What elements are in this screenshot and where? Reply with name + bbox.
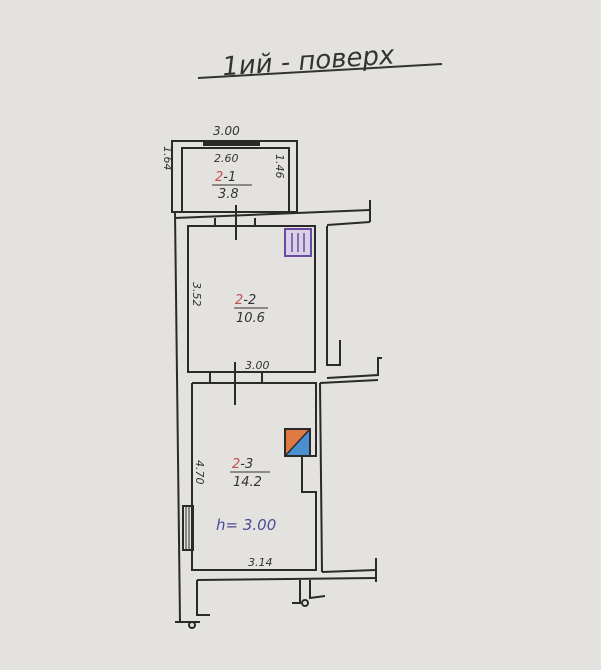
dim-room2-width: 3.00: [245, 359, 270, 372]
dim-room2-height: 3.52: [190, 282, 203, 307]
partition-wall: [174, 209, 371, 219]
boiler-icon: [284, 428, 311, 457]
stove-icon: [284, 228, 312, 257]
room-2-3-wall: [191, 382, 317, 571]
dim-room3-width: 3.14: [248, 556, 273, 569]
dim-room1-width: 2.60: [214, 152, 239, 165]
room-2-1-outer-wall: [171, 140, 298, 213]
dim-top-outer: 3.00: [213, 124, 240, 138]
dim-room1-left: 1.64: [161, 146, 174, 171]
title-underline: [197, 63, 443, 79]
room-2-2-wall: [187, 225, 316, 373]
room-2-1-id: 2-1: [215, 170, 236, 185]
room-2-1-area: 3.8: [218, 187, 239, 202]
room-2-3-id: 2-3: [232, 457, 253, 472]
dim-room1-right: 1.46: [273, 154, 286, 179]
ceiling-height: h= 3.00: [216, 516, 276, 534]
walls: [171, 140, 382, 629]
dim-room3-height: 4.70: [193, 460, 206, 485]
window-left: [182, 505, 194, 551]
room-2-3-area: 14.2: [233, 475, 262, 490]
room-2-2-id: 2-2: [235, 293, 256, 308]
room-2-2-area: 10.6: [236, 311, 265, 326]
